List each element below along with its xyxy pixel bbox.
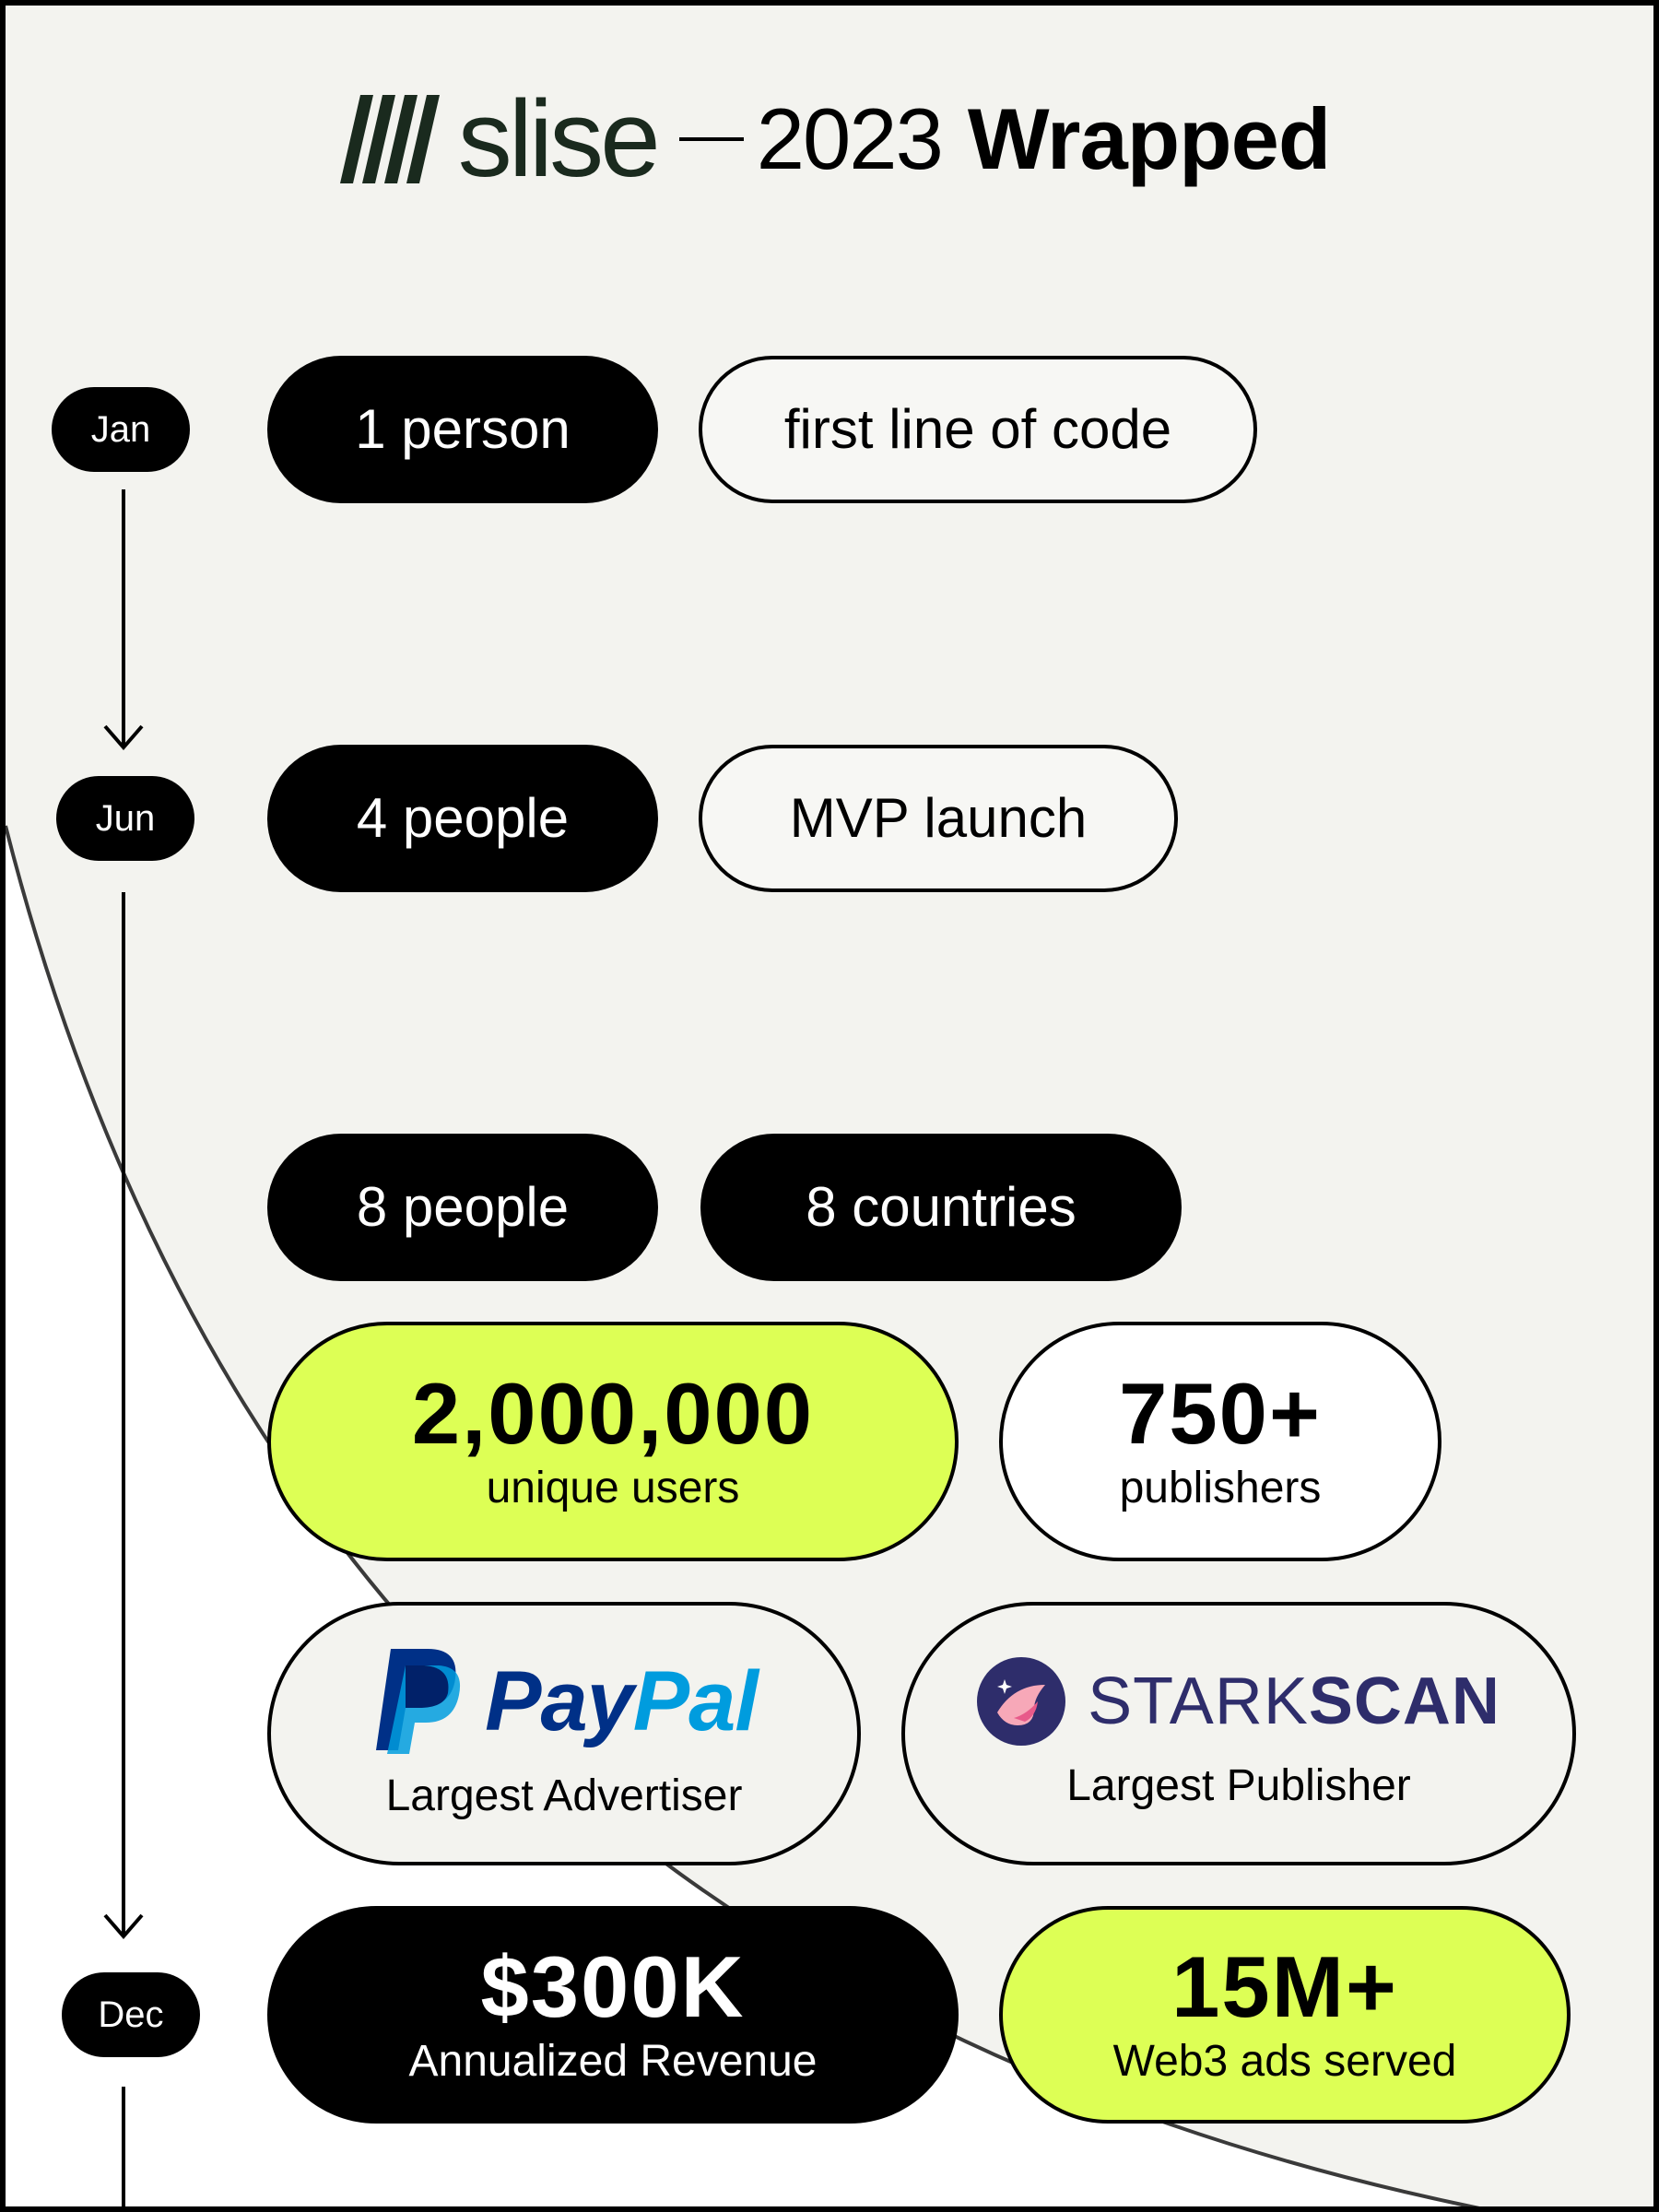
- revenue-stat: $300K Annualized Revenue: [267, 1906, 959, 2124]
- revenue-label: Annualized Revenue: [408, 2036, 818, 2086]
- starkscan-wordmark: STARKSCAN: [1088, 1668, 1500, 1735]
- starkscan-wordmark-stark: STARK: [1088, 1664, 1309, 1738]
- header-year: 2023: [756, 90, 944, 187]
- team-size-jan-label: 1 person: [355, 398, 571, 460]
- month-jun: Jun: [56, 776, 194, 861]
- starkscan-icon: [977, 1656, 1066, 1746]
- team-size-mid: 8 people: [267, 1134, 658, 1281]
- publishers-label: publishers: [1119, 1463, 1322, 1512]
- month-jan: Jan: [52, 387, 190, 472]
- team-size-jun-label: 4 people: [356, 787, 570, 849]
- largest-advertiser-label: Largest Advertiser: [385, 1771, 743, 1820]
- timeline-arrows: [103, 489, 144, 2206]
- slise-logo-icon: [339, 95, 440, 183]
- publishers-value: 750+: [1119, 1364, 1322, 1462]
- header-dash: [678, 137, 744, 141]
- largest-publisher-card: STARKSCAN Largest Publisher: [901, 1602, 1576, 1865]
- team-size-jun: 4 people: [267, 745, 658, 892]
- ads-served-value: 15M+: [1171, 1937, 1398, 2035]
- paypal-icon: [376, 1648, 461, 1754]
- revenue-value: $300K: [480, 1937, 746, 2035]
- largest-advertiser-card: PayPal Largest Advertiser: [267, 1602, 861, 1865]
- milestone-jan: first line of code: [699, 356, 1257, 503]
- page-header: slise 2023 Wrapped: [6, 70, 1653, 208]
- milestone-jan-label: first line of code: [783, 398, 1172, 460]
- unique-users-value: 2,000,000: [411, 1364, 815, 1462]
- starkscan-wordmark-scan: SCAN: [1308, 1664, 1500, 1738]
- month-dec: Dec: [62, 1972, 200, 2057]
- countries-label: 8 countries: [806, 1176, 1077, 1238]
- milestone-jun-label: MVP launch: [789, 787, 1088, 849]
- ads-served-label: Web3 ads served: [1112, 2036, 1457, 2086]
- paypal-wordmark-pal: Pal: [632, 1653, 759, 1748]
- team-size-mid-label: 8 people: [356, 1176, 570, 1238]
- team-size-jan: 1 person: [267, 356, 658, 503]
- largest-publisher-label: Largest Publisher: [1066, 1760, 1411, 1810]
- milestone-jun: MVP launch: [699, 745, 1178, 892]
- publishers-stat: 750+ publishers: [999, 1322, 1441, 1561]
- ads-served-stat: 15M+ Web3 ads served: [999, 1906, 1571, 2124]
- unique-users-label: unique users: [486, 1463, 740, 1512]
- starkscan-logo: STARKSCAN: [977, 1656, 1500, 1746]
- countries-badge: 8 countries: [700, 1134, 1182, 1281]
- paypal-wordmark-pay: Pay: [485, 1653, 634, 1748]
- header-title: Wrapped: [967, 90, 1331, 187]
- unique-users-stat: 2,000,000 unique users: [267, 1322, 959, 1561]
- brand-name: slise: [457, 78, 661, 200]
- paypal-logo: PayPal: [371, 1647, 759, 1756]
- paypal-wordmark: PayPal: [485, 1659, 759, 1744]
